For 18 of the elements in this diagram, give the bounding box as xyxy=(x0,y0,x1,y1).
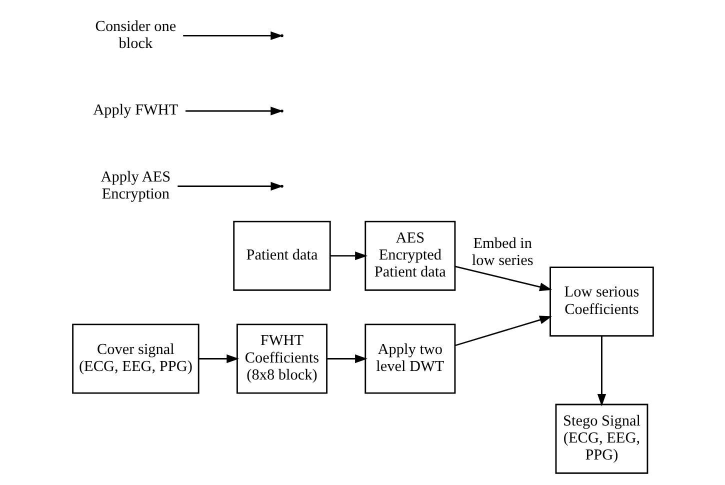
arrow xyxy=(326,354,367,364)
arrow xyxy=(596,336,606,406)
node-text: Consider one block xyxy=(94,18,176,52)
node-box: Patient data xyxy=(232,220,330,291)
node-box: AES Encrypted Patient data xyxy=(364,220,456,291)
node-box: Cover signal (ECG, EEG, PPG) xyxy=(72,324,199,394)
arrow xyxy=(454,316,552,346)
arrow xyxy=(330,252,367,260)
arrow xyxy=(198,354,239,364)
node-box: FWHT Coefficients (8x8 block) xyxy=(236,324,327,394)
node-box: Apply two level DWT xyxy=(364,324,456,394)
edge-label: Embed in low series xyxy=(471,235,533,270)
node-text: Apply FWHT xyxy=(92,102,178,119)
arrow xyxy=(185,106,283,116)
node-box: Stego Signal (ECG, EEG, PPG) xyxy=(554,404,648,474)
node-text: Apply AES Encryption xyxy=(100,168,170,202)
arrow xyxy=(454,266,552,292)
node-box: Low serious Coefficients xyxy=(549,266,654,337)
